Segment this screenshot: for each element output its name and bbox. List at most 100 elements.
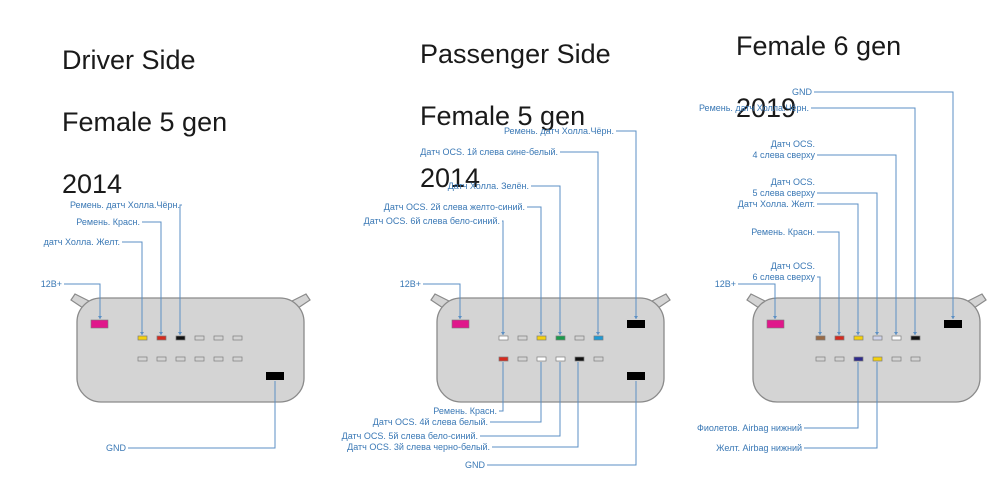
wire-hall-black — [616, 130, 637, 319]
title-line: Female 5 gen — [420, 101, 586, 131]
arrow-head-icon — [951, 316, 955, 319]
pin-top-0 — [815, 335, 826, 341]
wire-12v — [64, 283, 101, 319]
title-gen6: Female 6 gen 2019 — [736, 0, 901, 155]
pin-label: датч Холла. Желт. — [44, 237, 120, 247]
pin-top-3 — [555, 335, 566, 341]
pin-label: Ремень. Красн. — [751, 227, 815, 237]
wire-top — [811, 107, 916, 335]
label-hall-black: Ремень. датч Холла.Чёрн. — [504, 126, 614, 136]
pin-bottom-1 — [834, 356, 845, 362]
pin-top-3 — [872, 335, 883, 341]
arrow-head-icon — [159, 332, 163, 335]
wire-top — [817, 154, 897, 335]
arrow-head-icon — [856, 332, 860, 335]
wire-bottom — [804, 362, 859, 429]
pin-label: Датч OCS. 4й слева белый. — [373, 417, 488, 427]
arrow-head-icon — [773, 316, 777, 319]
pin-label: Датч Холла. Желт. — [738, 199, 815, 209]
label-12v: 12B+ — [400, 279, 421, 289]
wire-gnd — [128, 381, 276, 449]
pin-bottom-3 — [194, 356, 205, 362]
arrow-head-icon — [98, 316, 102, 319]
arrow-head-icon — [140, 332, 144, 335]
wire-top — [531, 185, 561, 335]
wire-bottom — [492, 362, 579, 448]
pin-bottom-0 — [498, 356, 509, 362]
connector-housing — [76, 297, 305, 403]
label-12v: 12B+ — [715, 279, 736, 289]
pin-bottom-4 — [574, 356, 585, 362]
connector-housing — [752, 297, 981, 403]
label-12v: 12B+ — [41, 279, 62, 289]
label-gnd: GND — [465, 460, 486, 470]
pin-top-2 — [175, 335, 186, 341]
pin-bottom-5 — [593, 356, 604, 362]
title-passenger-side: Passenger Side Female 5 gen 2014 — [420, 8, 611, 225]
wire-top — [122, 241, 143, 335]
arrow-head-icon — [539, 332, 543, 335]
title-line: Female 6 gen — [736, 31, 902, 61]
pin-top-3 — [194, 335, 205, 341]
pin-top-0 — [137, 335, 148, 341]
pin-12v — [90, 319, 109, 329]
wire-top — [817, 231, 840, 335]
wire-top — [527, 206, 542, 335]
pin-top-5 — [910, 335, 921, 341]
arrow-head-icon — [458, 316, 462, 319]
arrow-head-icon — [875, 332, 879, 335]
wire-top — [179, 204, 182, 335]
title-line: 2019 — [736, 93, 797, 123]
pin-top-1 — [834, 335, 845, 341]
pin-top-5 — [593, 335, 604, 341]
pin-bottom-4 — [891, 356, 902, 362]
pin-bottom-5 — [232, 356, 243, 362]
arrow-head-icon — [178, 332, 182, 335]
pin-bottom-1 — [517, 356, 528, 362]
pin-label: Датч OCS. 5й слева бело-синий. — [342, 431, 478, 441]
wire-bottom — [499, 362, 504, 412]
pin-label: Датч OCS.6 слева сверху — [752, 261, 815, 282]
pin-label: Датч OCS. 6й слева бело-синий. — [364, 216, 500, 226]
label-gnd: GND — [792, 87, 813, 97]
wire-bottom — [480, 362, 561, 437]
arrow-head-icon — [837, 332, 841, 335]
label-gnd: GND — [106, 443, 127, 453]
arrow-head-icon — [596, 332, 600, 335]
pin-12v — [766, 319, 785, 329]
pin-bottom-1 — [156, 356, 167, 362]
pin-bottom-2 — [175, 356, 186, 362]
wire-top — [142, 221, 162, 335]
arrow-head-icon — [501, 332, 505, 335]
wire-gnd — [487, 381, 637, 466]
wire-12v — [423, 283, 461, 319]
connector-housing — [436, 297, 665, 403]
wire-12v — [738, 283, 776, 319]
pin-bottom-5 — [910, 356, 921, 362]
pin-top-4 — [891, 335, 902, 341]
pin-label: Ремень. Красн. — [76, 217, 140, 227]
pin-bottom-3 — [872, 356, 883, 362]
arrow-head-icon — [634, 316, 638, 319]
pin-label: Ремень. Красн. — [433, 406, 497, 416]
pin-top-1 — [517, 335, 528, 341]
title-line: Female 5 gen — [62, 107, 228, 137]
pin-top-4 — [213, 335, 224, 341]
wire-top — [502, 220, 504, 335]
pin-bottom-4 — [213, 356, 224, 362]
pin-bottom-2 — [536, 356, 547, 362]
title-line: Driver Side — [62, 45, 196, 75]
pin-gnd — [627, 372, 645, 380]
title-line: 2014 — [62, 169, 123, 199]
pin-top-1 — [156, 335, 167, 341]
pin-bottom-2 — [853, 356, 864, 362]
arrow-head-icon — [558, 332, 562, 335]
pin-label: Желт. Airbag нижний — [716, 443, 802, 453]
arrow-head-icon — [894, 332, 898, 335]
pin-top-2 — [536, 335, 547, 341]
pin-label: Датч Холла. Зелён. — [448, 181, 529, 191]
pin-label: Ремень. датч Холла.Чёрн. — [699, 103, 809, 113]
pin-label: Датч OCS. 2й слева желто-синий. — [384, 202, 525, 212]
pin-gnd — [944, 320, 962, 328]
pin-label: Датч OCS. 1й слева сине-белый. — [420, 147, 558, 157]
